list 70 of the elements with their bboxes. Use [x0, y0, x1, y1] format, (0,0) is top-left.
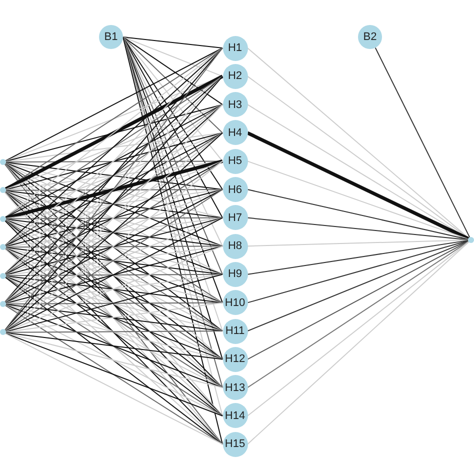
connection-line — [5, 332, 223, 416]
connection-line — [122, 36, 223, 190]
connection-line — [5, 276, 223, 416]
connection-line — [247, 241, 469, 388]
neuron-circle: H14 — [222, 403, 248, 428]
connection-line — [247, 160, 469, 240]
connection-line — [5, 48, 223, 162]
connection-line — [5, 248, 223, 360]
connection-line — [122, 36, 223, 106]
connection-line — [122, 36, 223, 77]
neuron-circle: H10 — [222, 290, 248, 316]
connection-line — [122, 36, 223, 162]
connection-line — [6, 189, 223, 191]
neuron-circle — [0, 272, 6, 279]
connection-line — [247, 189, 469, 240]
connection-line — [5, 132, 223, 275]
connection-line — [5, 305, 223, 445]
neuron-circle: H13 — [222, 375, 248, 400]
connection-line — [5, 104, 223, 190]
neuron-circle: B1 — [99, 25, 123, 49]
connection-line — [5, 220, 223, 360]
connection-line — [247, 240, 469, 304]
neuron-circle: B2 — [358, 25, 382, 49]
connection-line — [247, 240, 468, 247]
connection-line — [5, 104, 223, 246]
connection-line — [5, 304, 223, 388]
neuron-circle — [0, 329, 6, 336]
neuron-circle: H3 — [222, 92, 248, 118]
connection-line — [5, 304, 223, 360]
connection-line — [6, 246, 223, 248]
connection-line — [5, 276, 223, 388]
neuron-circle: H5 — [222, 148, 248, 174]
neuron-circle: H2 — [222, 64, 248, 89]
neuron-circle — [0, 216, 6, 222]
connection-line — [5, 332, 223, 388]
connection-line — [6, 330, 223, 333]
neuron-circle: H11 — [222, 318, 248, 344]
connection-line — [247, 240, 469, 275]
connection-line — [6, 274, 223, 276]
connection-line — [6, 302, 223, 304]
connection-line — [5, 304, 223, 416]
connection-line — [5, 104, 223, 162]
neuron-circle: H4 — [222, 120, 248, 146]
connection-line — [5, 248, 223, 388]
connection-line — [5, 276, 223, 360]
neuron-circle: H12 — [222, 346, 248, 372]
connection-line — [247, 240, 469, 332]
connection-line — [374, 47, 470, 238]
neuron-circle — [0, 159, 6, 165]
neuron-circle: H15 — [222, 432, 248, 457]
connection-line — [5, 332, 223, 360]
connection-line — [5, 333, 223, 445]
neuron-circle: H9 — [222, 262, 248, 287]
neuron-circle: H6 — [222, 177, 248, 202]
connection-line — [122, 36, 223, 134]
connection-line — [247, 240, 469, 360]
neuron-circle — [0, 301, 6, 307]
connection-line — [5, 132, 223, 190]
connection-line — [247, 217, 469, 240]
neuron-circle — [0, 244, 6, 250]
neuron-circle — [0, 187, 6, 194]
connection-line — [5, 76, 223, 218]
neuron-circle: H8 — [222, 234, 248, 259]
connection-line — [246, 131, 470, 240]
connection-line — [5, 132, 223, 246]
neuron-circle: H1 — [222, 36, 248, 60]
connection-line — [5, 132, 223, 162]
connection-line — [4, 74, 224, 191]
neuron-circle: H7 — [222, 205, 248, 230]
connection-line — [122, 36, 223, 48]
